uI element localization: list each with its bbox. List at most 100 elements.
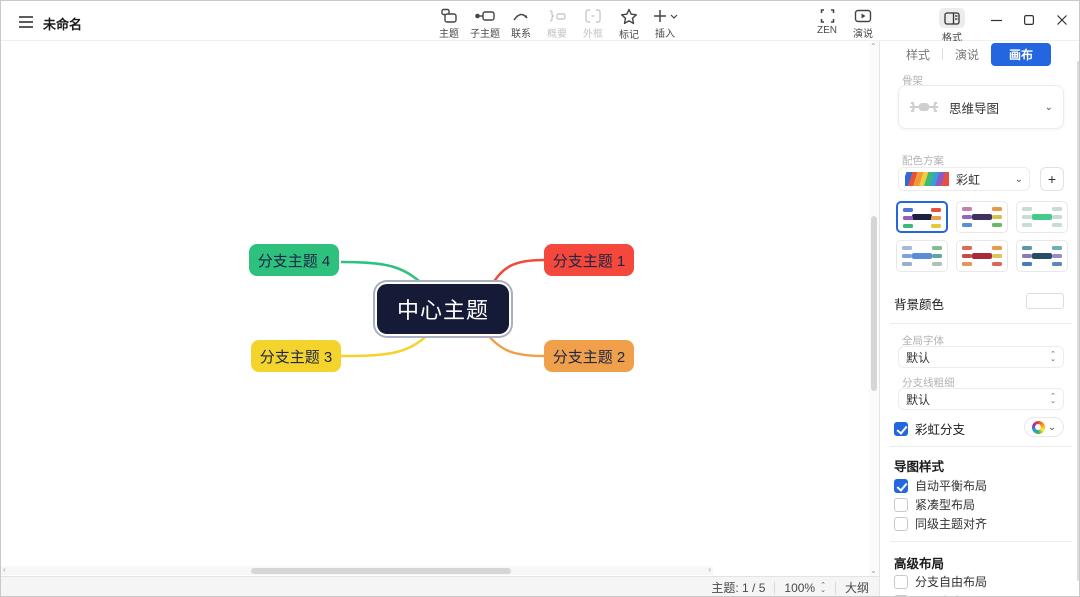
line-width-label: 分支线粗细 bbox=[902, 377, 955, 389]
background-color-swatch[interactable] bbox=[1026, 293, 1064, 309]
auto-balance-row[interactable]: 自动平衡布局 bbox=[894, 477, 987, 494]
insert-button[interactable]: 插入 bbox=[647, 4, 683, 41]
mini-branch-pill bbox=[932, 254, 942, 258]
background-color-label: 背景颜色 bbox=[894, 298, 945, 312]
insert-label: 插入 bbox=[655, 29, 675, 40]
line-width-select[interactable]: 默认 ⌃⌄ bbox=[898, 388, 1064, 410]
mini-branch-pill bbox=[931, 208, 941, 212]
updown-chevrons-icon: ⌃⌄ bbox=[1050, 393, 1056, 405]
mini-branch-pill bbox=[902, 246, 912, 250]
theme-card-5[interactable] bbox=[956, 240, 1008, 272]
zen-label: ZEN bbox=[817, 25, 837, 36]
advanced-layout-heading: 高级布局 bbox=[894, 557, 945, 571]
branch-topic-4[interactable]: 分支主题 4 bbox=[249, 244, 339, 276]
divider bbox=[890, 541, 1072, 542]
central-topic-node[interactable]: 中心主题 bbox=[377, 284, 509, 334]
scroll-right-icon[interactable]: › bbox=[708, 565, 711, 574]
mini-central-topic bbox=[1032, 214, 1052, 220]
rainbow-branch-label: 彩虹分支 bbox=[915, 423, 966, 437]
mini-central-topic bbox=[972, 253, 992, 259]
fit-free-topic-row[interactable]: 最适自由主题 bbox=[894, 593, 987, 596]
main-toolbar: 主题 子主题 联系 概要 外框 标记 bbox=[431, 4, 683, 41]
structure-select[interactable]: 思维导图 ⌄ bbox=[898, 85, 1064, 129]
topic-count: 主题: 1 / 5 bbox=[711, 581, 766, 595]
fit-free-topic-label: 最适自由主题 bbox=[915, 593, 987, 596]
zen-mode-button[interactable]: ZEN bbox=[809, 4, 845, 40]
vertical-scrollbar-thumb[interactable] bbox=[871, 216, 877, 391]
free-branch-label: 分支自由布局 bbox=[915, 575, 988, 589]
branch-topic-1[interactable]: 分支主题 1 bbox=[544, 244, 634, 276]
mini-branch-pill bbox=[1052, 262, 1062, 266]
scroll-left-icon[interactable]: ‹ bbox=[3, 565, 6, 574]
branch-topic-3[interactable]: 分支主题 3 bbox=[251, 340, 341, 372]
window-close-button[interactable] bbox=[1047, 1, 1077, 39]
vertical-scrollbar[interactable]: ⌃ ⌄ bbox=[869, 41, 879, 576]
zoom-stepper-icon[interactable]: ⌃⌄ bbox=[820, 581, 826, 594]
color-scheme-select[interactable]: 彩虹 ⌄ bbox=[898, 167, 1030, 191]
mini-branch-pill bbox=[962, 215, 972, 219]
window-maximize-button[interactable] bbox=[1014, 1, 1044, 39]
rainbow-color-dropdown[interactable]: ⌄ bbox=[1024, 417, 1064, 437]
align-siblings-row[interactable]: 同级主题对齐 bbox=[894, 515, 987, 532]
compact-layout-label: 紧凑型布局 bbox=[915, 498, 976, 512]
color-wheel-icon bbox=[1031, 420, 1045, 434]
marker-button[interactable]: 标记 bbox=[611, 4, 647, 41]
theme-card-3[interactable] bbox=[1016, 201, 1068, 233]
free-branch-checkbox[interactable] bbox=[894, 574, 908, 589]
global-font-label: 全局字体 bbox=[902, 335, 944, 347]
subtopic-button[interactable]: 子主题 bbox=[467, 4, 503, 41]
mini-branch-pill bbox=[1052, 207, 1062, 211]
zoom-control[interactable]: 100% ⌃⌄ bbox=[784, 581, 826, 595]
mini-branch-pill bbox=[902, 262, 912, 266]
right-toolbar: ZEN 演说 bbox=[809, 4, 881, 40]
theme-card-1[interactable] bbox=[896, 201, 948, 233]
mini-branch-pill bbox=[962, 246, 972, 250]
compact-layout-checkbox[interactable] bbox=[894, 497, 908, 512]
tab-canvas[interactable]: 画布 bbox=[991, 42, 1052, 66]
relationship-button[interactable]: 联系 bbox=[503, 4, 539, 41]
sidebar-scrollbar[interactable] bbox=[1077, 61, 1079, 581]
rainbow-branch-row[interactable]: 彩虹分支 bbox=[894, 419, 965, 438]
relationship-label: 联系 bbox=[511, 29, 531, 40]
mini-branch-pill bbox=[992, 262, 1002, 266]
summary-label: 概要 bbox=[547, 29, 567, 40]
theme-card-4[interactable] bbox=[896, 240, 948, 272]
mini-branch-pill bbox=[992, 207, 1002, 211]
rainbow-branch-checkbox[interactable] bbox=[894, 421, 908, 436]
scheme-label: 配色方案 bbox=[902, 155, 944, 167]
format-panel-button[interactable]: 格式 bbox=[934, 4, 970, 44]
window-minimize-button[interactable] bbox=[981, 1, 1011, 39]
align-siblings-label: 同级主题对齐 bbox=[915, 517, 988, 531]
tab-style[interactable]: 样式 bbox=[906, 47, 931, 62]
scroll-down-icon[interactable]: ⌄ bbox=[870, 566, 877, 575]
mini-central-topic bbox=[1032, 253, 1052, 259]
compact-layout-row[interactable]: 紧凑型布局 bbox=[894, 496, 975, 513]
divider bbox=[890, 446, 1072, 447]
mindmap-canvas[interactable]: 中心主题 分支主题 1 分支主题 2 分支主题 3 分支主题 4 ‹ › ⌃ ⌄ bbox=[1, 41, 879, 576]
zoom-level: 100% bbox=[784, 580, 816, 595]
free-branch-row[interactable]: 分支自由布局 bbox=[894, 573, 987, 590]
global-font-select[interactable]: 默认 ⌃⌄ bbox=[898, 346, 1064, 368]
topic-button[interactable]: 主题 bbox=[431, 4, 467, 41]
outline-button[interactable]: 大纲 bbox=[844, 581, 869, 595]
horizontal-scrollbar-thumb[interactable] bbox=[251, 567, 511, 574]
theme-card-2[interactable] bbox=[956, 201, 1008, 233]
auto-balance-checkbox[interactable] bbox=[894, 478, 908, 493]
scroll-up-icon[interactable]: ⌃ bbox=[870, 42, 877, 51]
horizontal-scrollbar[interactable]: ‹ › bbox=[1, 565, 713, 575]
mini-branch-pill bbox=[932, 246, 942, 250]
topic-label: 主题 bbox=[439, 29, 459, 40]
mini-branch-pill bbox=[1022, 215, 1032, 219]
theme-card-6[interactable] bbox=[1016, 240, 1068, 272]
format-icon bbox=[939, 8, 965, 28]
mini-branch-pill bbox=[903, 224, 913, 228]
format-sidebar: 样式 演说 画布 骨架 思维导图 ⌄ 配色方案 彩虹 ⌄ + bbox=[879, 41, 1079, 596]
add-scheme-button[interactable]: + bbox=[1040, 167, 1064, 191]
boundary-button: 外框 bbox=[575, 4, 611, 41]
align-siblings-checkbox[interactable] bbox=[894, 516, 908, 531]
hamburger-menu-button[interactable] bbox=[13, 9, 39, 35]
divider bbox=[890, 323, 1072, 324]
tab-present[interactable]: 演说 bbox=[955, 47, 980, 62]
branch-topic-2[interactable]: 分支主题 2 bbox=[544, 340, 634, 372]
present-button[interactable]: 演说 bbox=[845, 4, 881, 40]
